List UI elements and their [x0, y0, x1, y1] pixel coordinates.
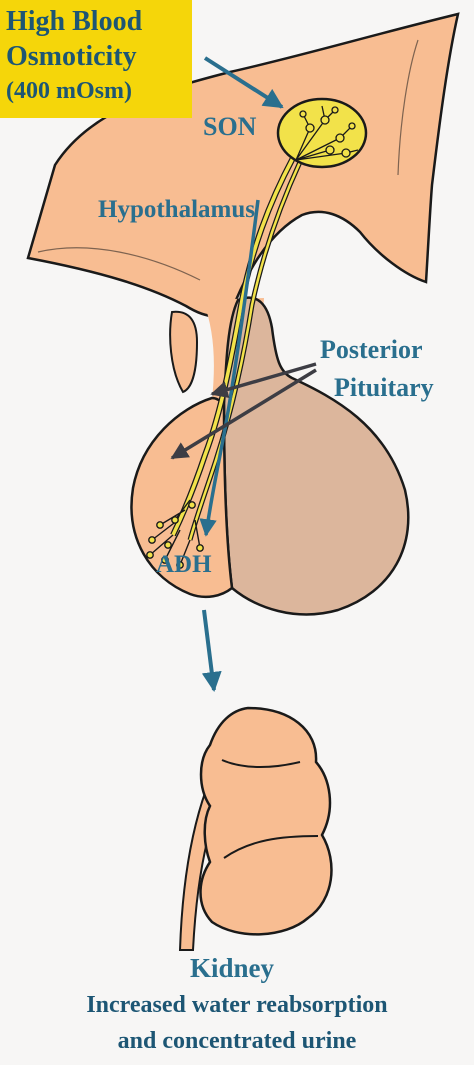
son-label: SON — [203, 112, 256, 142]
caption-line-1: Increased water reabsorption — [0, 992, 474, 1019]
stimulus-callout: High Blood Osmoticity (400 mOsm) — [0, 0, 192, 118]
posterior-label: Posterior — [320, 335, 423, 365]
caption-line-2: and concentrated urine — [0, 1028, 474, 1055]
adh-label: ADH — [156, 551, 212, 579]
kidney-label: Kidney — [190, 953, 274, 984]
callout-line-1: High Blood — [6, 4, 188, 39]
callout-line-2: Osmoticity — [6, 39, 188, 74]
callout-line-3: (400 mOsm) — [6, 74, 188, 109]
son-nucleus — [278, 99, 366, 167]
adh-to-kidney-arrow — [204, 610, 214, 690]
kidney-shape — [201, 708, 332, 934]
pituitary-label: Pituitary — [334, 373, 434, 403]
anterior-stub — [170, 312, 197, 392]
hypothalamus-label: Hypothalamus — [98, 196, 255, 224]
